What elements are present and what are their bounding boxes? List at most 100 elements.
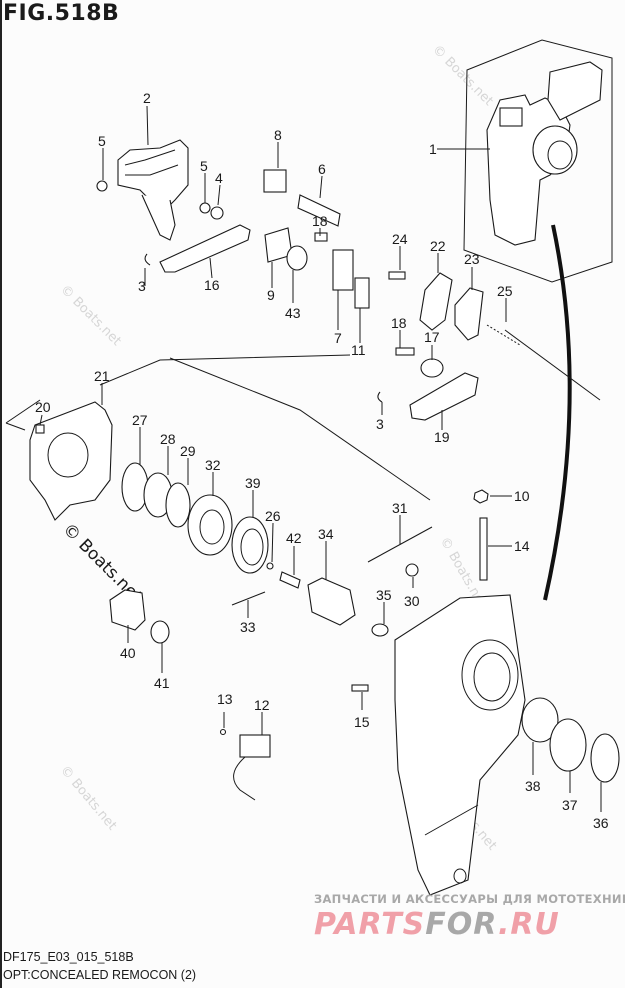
- callout-25[interactable]: 25: [497, 283, 513, 299]
- part-21-plate: [29, 401, 113, 521]
- part-10-nut: [473, 489, 489, 504]
- callout-10[interactable]: 10: [514, 488, 530, 504]
- callout-33[interactable]: 33: [240, 619, 256, 635]
- part-15-bolt: [351, 684, 369, 692]
- part-17-washer: [420, 358, 444, 378]
- part-41-nut: [150, 620, 170, 644]
- callout-13[interactable]: 13: [217, 691, 233, 707]
- callout-3-b[interactable]: 3: [376, 416, 384, 432]
- callout-43[interactable]: 43: [285, 305, 301, 321]
- plane-line-right: [504, 329, 601, 401]
- callout-37[interactable]: 37: [562, 797, 578, 813]
- callout-34[interactable]: 34: [318, 526, 334, 542]
- part-5-bushing-a: [96, 180, 108, 192]
- part-42-pin: [279, 571, 301, 589]
- callout-30[interactable]: 30: [404, 593, 420, 609]
- part-34-gear: [307, 577, 356, 626]
- callout-40[interactable]: 40: [120, 645, 136, 661]
- shop-logo-parts: PARTS: [314, 907, 426, 942]
- callout-8[interactable]: 8: [274, 127, 282, 143]
- part-40-holder: [109, 589, 146, 631]
- callout-2[interactable]: 2: [143, 90, 151, 106]
- callout-1[interactable]: 1: [429, 141, 437, 157]
- figure-footer: DF175_E03_015_518B OPT:CONCEALED REMOCON…: [3, 948, 196, 984]
- callout-27[interactable]: 27: [132, 412, 148, 428]
- callout-22[interactable]: 22: [430, 238, 446, 254]
- part-5-bushing-b: [199, 202, 211, 214]
- callout-21[interactable]: 21: [94, 368, 110, 384]
- figure-title: FIG.518B: [3, 1, 120, 26]
- callout-12[interactable]: 12: [254, 697, 270, 713]
- callout-14[interactable]: 14: [514, 538, 530, 554]
- callout-28[interactable]: 28: [160, 431, 176, 447]
- part-8-switch: [263, 169, 287, 193]
- part-33-pin: [231, 591, 266, 606]
- part-24-screw: [388, 271, 406, 280]
- callout-15[interactable]: 15: [354, 714, 370, 730]
- part-29-washer: [165, 482, 191, 528]
- callout-5-a[interactable]: 5: [98, 133, 106, 149]
- part-32-gear: [187, 494, 233, 556]
- part-37-washer: [549, 718, 587, 772]
- left-frame-border: [0, 0, 2, 988]
- watermark-top-right: © Boats.net: [429, 42, 496, 109]
- watermark-bottom-left: © Boats.net: [57, 763, 119, 833]
- part-22-plate: [419, 272, 453, 331]
- part-7-plate: [332, 249, 354, 291]
- part-27-spring: [121, 462, 149, 512]
- part-35-bushing: [371, 623, 389, 637]
- main-housing: [394, 594, 526, 896]
- part-30-ball: [405, 563, 419, 577]
- callout-29[interactable]: 29: [180, 443, 196, 459]
- figure-code: DF175_E03_015_518B: [3, 950, 134, 964]
- part-19-link-plate: [409, 372, 479, 421]
- shop-logo-ru: .RU: [497, 907, 560, 942]
- leader-lines: [39, 105, 602, 812]
- part-6-shaft: [297, 194, 341, 227]
- callout-31[interactable]: 31: [392, 500, 408, 516]
- part-12-neutral-switch: [239, 734, 271, 758]
- callout-39[interactable]: 39: [245, 475, 261, 491]
- part-18-bolt-a: [314, 232, 328, 242]
- callout-42[interactable]: 42: [286, 530, 302, 546]
- callout-5-b[interactable]: 5: [200, 158, 208, 174]
- shop-advertisement: ЗАПЧАСТИ И АКСЕССУАРЫ ДЛЯ МОТОТЕХНИКИ PA…: [314, 892, 625, 942]
- callout-23[interactable]: 23: [464, 251, 480, 267]
- callout-35[interactable]: 35: [376, 587, 392, 603]
- callout-18-a[interactable]: 18: [312, 213, 328, 229]
- callout-20[interactable]: 20: [35, 399, 51, 415]
- callout-6[interactable]: 6: [318, 161, 326, 177]
- callout-18-b[interactable]: 18: [391, 315, 407, 331]
- callout-19[interactable]: 19: [434, 429, 450, 445]
- part-2-cover: [117, 139, 189, 241]
- callout-7[interactable]: 7: [334, 330, 342, 346]
- part-38-bushing: [521, 697, 559, 743]
- shop-logo[interactable]: PARTSFOR.RU: [314, 907, 614, 942]
- part-13-screw: [219, 728, 227, 736]
- part-25-spring: [486, 324, 521, 346]
- callout-3-a[interactable]: 3: [138, 278, 146, 294]
- callout-11[interactable]: 11: [351, 342, 366, 358]
- callout-32[interactable]: 32: [205, 457, 221, 473]
- callout-17[interactable]: 17: [424, 329, 440, 345]
- callout-41[interactable]: 41: [154, 675, 170, 691]
- callout-36[interactable]: 36: [593, 815, 609, 831]
- part-3-eclip-a: [144, 253, 151, 266]
- callout-24[interactable]: 24: [392, 231, 408, 247]
- callout-9[interactable]: 9: [267, 287, 275, 303]
- remote-control-box: [437, 39, 613, 601]
- part-39-washer: [231, 516, 269, 574]
- part-3-eclip-b: [377, 391, 383, 403]
- plane-line-top: [99, 354, 351, 386]
- part-36-circlip: [590, 733, 620, 783]
- part-4-washer: [210, 206, 224, 220]
- part-16-lever: [159, 224, 251, 273]
- callout-26[interactable]: 26: [265, 508, 281, 524]
- callout-16[interactable]: 16: [204, 277, 220, 293]
- callout-38[interactable]: 38: [525, 778, 541, 794]
- part-26-ball: [266, 562, 274, 570]
- part-23-plate: [454, 287, 484, 341]
- callout-4[interactable]: 4: [215, 170, 223, 186]
- callout-labels: 1 2 3 3 4 5 5 6 7 8 9 10 11 12 13 14 15 …: [35, 90, 609, 831]
- part-11-bracket: [354, 277, 370, 309]
